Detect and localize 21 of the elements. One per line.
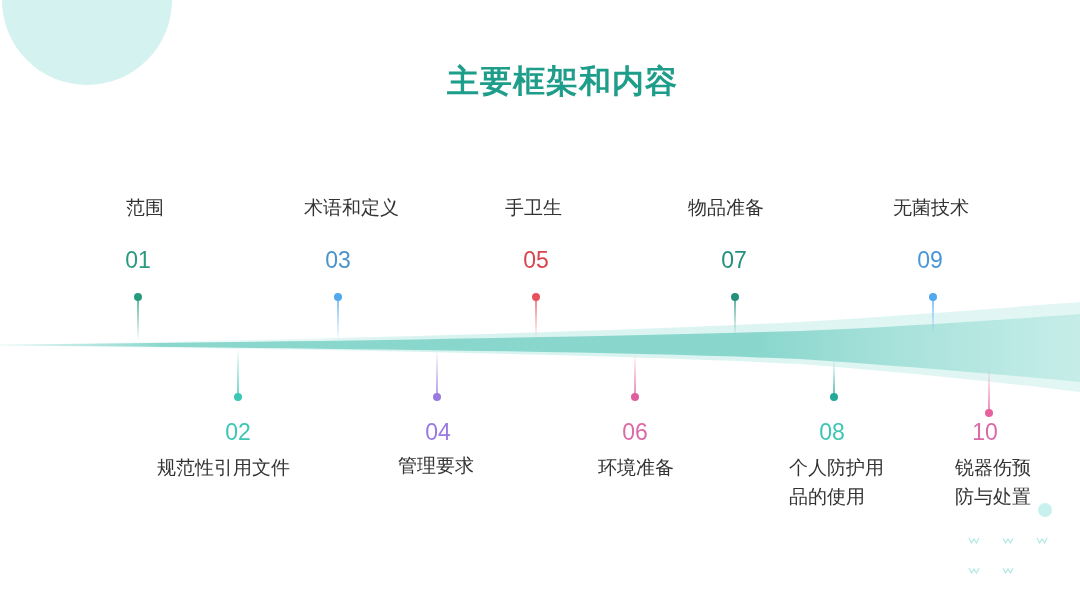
step-number: 07 — [721, 247, 747, 273]
topic-title: 环境准备 — [598, 456, 674, 480]
topic-title: 术语和定义 — [303, 196, 399, 220]
topic-title: 管理要求 — [398, 454, 474, 478]
topic-title: 规范性引用文件 — [156, 456, 290, 480]
step-number: 02 — [225, 419, 251, 445]
topic-title: 个人防护用品的使用 — [789, 456, 885, 509]
step-number: 06 — [622, 419, 648, 445]
step-number: 01 — [125, 247, 151, 273]
topic-title: 锐器伤预防与处置 — [955, 456, 1032, 509]
step-number: 08 — [819, 419, 845, 445]
topic-title: 手卫生 — [504, 196, 562, 220]
step-number: 09 — [917, 247, 943, 273]
slide-title: 主要框架和内容 — [446, 62, 678, 101]
step-number: 05 — [523, 247, 549, 273]
topic-title: 物品准备 — [688, 196, 764, 220]
topic-title: 无菌技术 — [893, 196, 969, 220]
step-number: 10 — [972, 419, 998, 445]
topic-title: 范围 — [126, 196, 164, 220]
step-number: 04 — [425, 419, 451, 445]
step-number: 03 — [325, 247, 351, 273]
